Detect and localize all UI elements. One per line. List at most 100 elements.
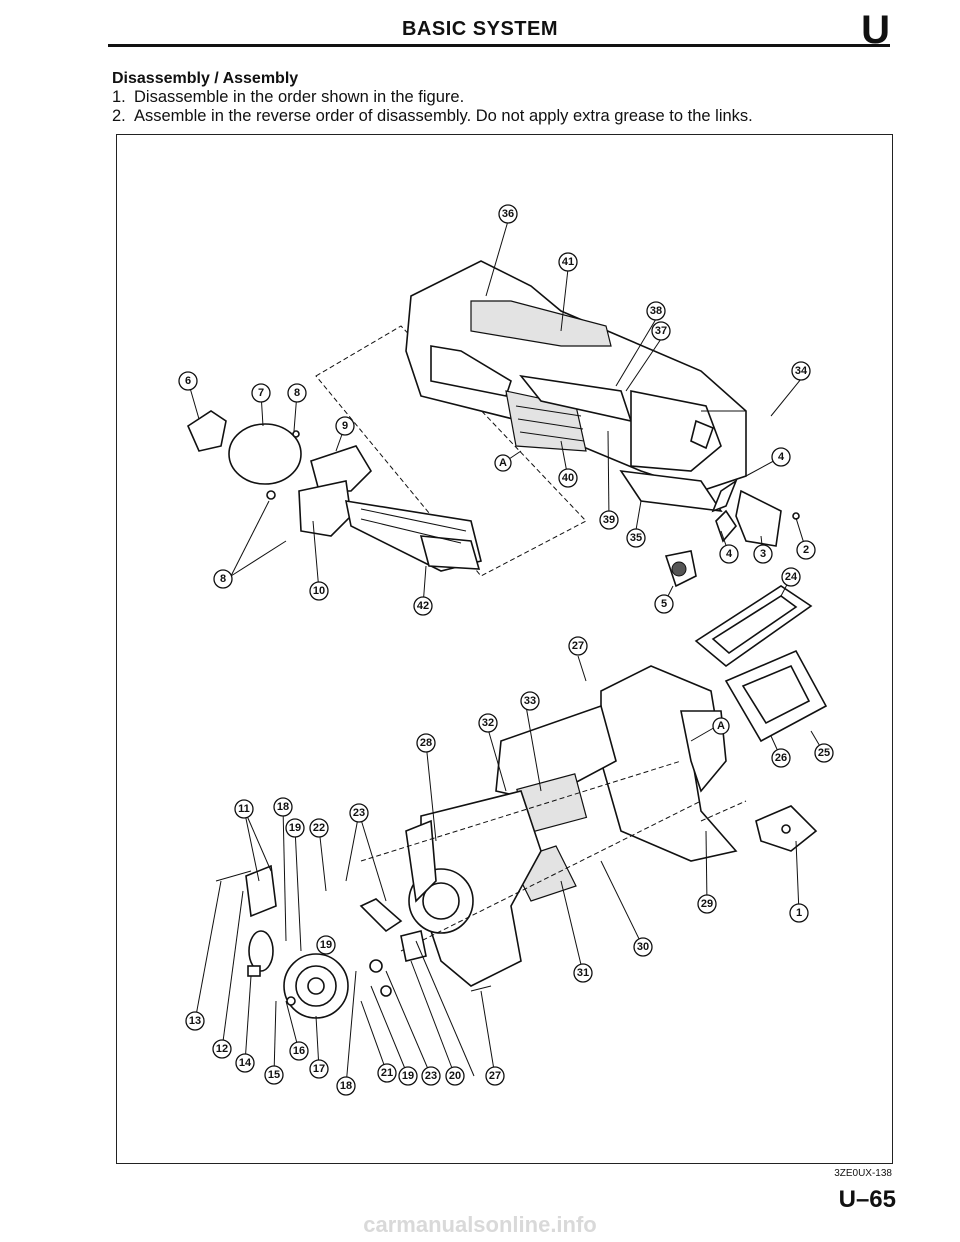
callout-marker: 25 [814,743,834,763]
callout-marker: 15 [264,1065,284,1085]
step-number: 1. [112,88,126,106]
callout-number: 5 [661,598,667,610]
callout-marker: 34 [791,361,811,381]
callout-marker: 21 [377,1063,397,1083]
callout-number: 12 [216,1043,228,1055]
callout-marker: 30 [633,937,653,957]
callout-marker: 33 [520,691,540,711]
callout-marker: 38 [646,301,666,321]
callout-marker: 19 [285,818,305,838]
callout-number: 33 [524,695,536,707]
exploded-view-diagram: A A 1 2 3 4 4 5 6 7 8 8 9 10 11 12 13 14… [178,204,834,1096]
callout-markers: 1 2 3 4 4 5 6 7 8 8 9 10 11 12 13 14 15 … [178,204,834,1096]
reference-mark-label: A [499,457,507,469]
callout-marker: 26 [771,748,791,768]
callout-marker: 32 [478,713,498,733]
callout-marker: 8 [213,569,233,589]
step-item: 2. Assemble in the reverse order of disas… [112,107,753,126]
callout-marker: 41 [558,252,578,272]
reference-mark-a: A [494,454,512,472]
callout-number: 41 [562,256,574,268]
callout-marker: 35 [626,528,646,548]
watermark-text: carmanualsonline.info [363,1212,597,1237]
callout-marker: 23 [421,1066,441,1086]
reference-mark-a: A [712,717,730,735]
callout-marker: 13 [185,1011,205,1031]
callout-number: 9 [342,420,348,432]
duct-24 [694,585,813,668]
callout-number: 39 [603,514,615,526]
callout-number: 11 [238,803,250,815]
actuator-parts [664,489,800,588]
callout-number: 18 [277,801,289,813]
step-number: 2. [112,107,126,125]
callout-marker: 4 [771,447,791,467]
callout-number: 23 [353,807,365,819]
page-number: U–65 [838,1186,896,1213]
callout-number: 22 [313,822,325,834]
callout-number: 1 [796,907,802,919]
callout-marker: 37 [651,321,671,341]
callout-marker: 8 [287,383,307,403]
bracket-1 [755,805,818,852]
callout-marker: 7 [251,383,271,403]
callout-number: 4 [778,451,785,463]
step-item: 1.Disassemble in the order shown in the … [112,88,753,107]
blower-components [215,864,492,1019]
callout-marker: 27 [568,636,588,656]
step-list: 1.Disassemble in the order shown in the … [112,88,753,126]
callout-marker: 5 [654,594,674,614]
figure-code: 3ZE0UX-138 [834,1168,892,1179]
callout-number: 8 [220,573,226,585]
callout-number: 29 [701,898,713,910]
callout-marker: 1 [789,903,809,923]
callout-marker: 36 [498,204,518,224]
callout-number: 17 [313,1063,325,1075]
callout-marker: 10 [309,581,329,601]
callout-number: 27 [489,1070,501,1082]
callout-marker: 12 [212,1039,232,1059]
callout-number: 26 [775,752,787,764]
callout-marker: 11 [234,799,254,819]
callout-marker: 14 [235,1053,255,1073]
duct-26 [724,649,828,743]
callout-number: 4 [726,548,733,560]
reference-mark-label: A [717,720,725,732]
callout-number: 16 [293,1045,305,1057]
callout-marker: 17 [309,1059,329,1079]
callout-marker: 3 [753,544,773,564]
callout-number: 18 [340,1080,352,1092]
callout-marker: 19 [316,935,336,955]
page-header-title: BASIC SYSTEM [401,18,559,40]
callout-marker: 29 [697,894,717,914]
callout-marker: 4 [719,544,739,564]
callout-number: 40 [562,472,574,484]
callout-number: 36 [502,208,514,220]
callout-marker: 19 [398,1066,418,1086]
section-heading: Disassembly / Assembly [112,70,299,87]
callout-number: 8 [294,387,300,399]
callout-marker: 24 [781,567,801,587]
step-text: Assemble in the reverse order of disasse… [134,107,753,125]
callout-marker: 23 [349,803,369,823]
callout-number: 28 [420,737,432,749]
callout-marker: 27 [485,1066,505,1086]
callout-number: 24 [785,571,798,583]
callout-number: 38 [650,305,662,317]
callout-number: 10 [313,585,325,597]
callout-marker: 42 [413,596,433,616]
callout-marker: 6 [178,371,198,391]
callout-number: 2 [803,544,809,556]
callout-marker: 39 [599,510,619,530]
callout-number: 25 [818,747,830,759]
callout-marker: 16 [289,1041,309,1061]
callout-number: 7 [258,387,264,399]
callout-number: 35 [630,532,642,544]
callout-marker: 31 [573,963,593,983]
callout-number: 34 [795,365,808,377]
callout-number: 30 [637,941,649,953]
callout-number: 19 [320,939,332,951]
callout-marker: 2 [796,540,816,560]
header-rule [108,44,890,47]
callout-number: 31 [577,967,589,979]
